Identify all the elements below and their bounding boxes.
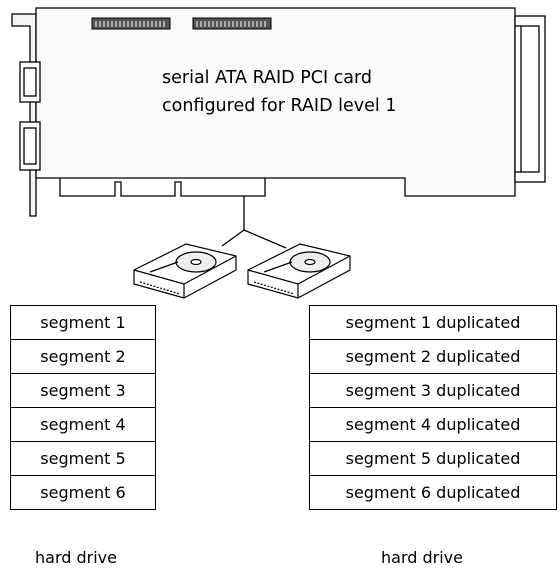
segment-cell: segment 2 — [10, 339, 156, 374]
left-drive-label: hard drive — [35, 548, 117, 567]
table-row: segment 6 duplicated — [309, 475, 557, 510]
table-row: segment 3 — [10, 373, 156, 408]
segment-cell: segment 6 — [10, 475, 156, 510]
sata-cable — [221, 196, 287, 249]
table-row: segment 1 — [10, 305, 156, 340]
segment-cell: segment 4 — [10, 407, 156, 442]
table-row: segment 4 duplicated — [309, 407, 557, 442]
table-row: segment 2 duplicated — [309, 339, 557, 374]
card-label-line-1: serial ATA RAID PCI card — [162, 68, 373, 88]
left-hard-drive-icon — [133, 243, 237, 299]
sata-connectors — [91, 17, 272, 30]
segment-cell: segment 3 — [10, 373, 156, 408]
sata-connector-1 — [91, 17, 171, 30]
table-row: segment 2 — [10, 339, 156, 374]
table-row: segment 3 duplicated — [309, 373, 557, 408]
card-label: serial ATA RAID PCI card configured for … — [162, 64, 396, 120]
right-drive-label: hard drive — [381, 548, 463, 567]
table-row: segment 5 duplicated — [309, 441, 557, 476]
card-label-line-2: configured for RAID level 1 — [162, 96, 397, 116]
segment-cell: segment 1 duplicated — [309, 305, 557, 340]
right-hard-drive-icon — [247, 243, 351, 299]
table-row: segment 4 — [10, 407, 156, 442]
left-drive-segment-table: segment 1 segment 2 segment 3 segment 4 … — [10, 305, 156, 510]
segment-cell: segment 4 duplicated — [309, 407, 557, 442]
sata-connector-2 — [192, 17, 272, 30]
segment-cell: segment 3 duplicated — [309, 373, 557, 408]
table-row: segment 1 duplicated — [309, 305, 557, 340]
segment-cell: segment 5 — [10, 441, 156, 476]
segment-cell: segment 5 duplicated — [309, 441, 557, 476]
table-row: segment 6 — [10, 475, 156, 510]
segment-cell: segment 1 — [10, 305, 156, 340]
segment-cell: segment 6 duplicated — [309, 475, 557, 510]
pci-card — [11, 7, 546, 217]
table-row: segment 5 — [10, 441, 156, 476]
segment-cell: segment 2 duplicated — [309, 339, 557, 374]
right-drive-segment-table: segment 1 duplicated segment 2 duplicate… — [309, 305, 557, 510]
